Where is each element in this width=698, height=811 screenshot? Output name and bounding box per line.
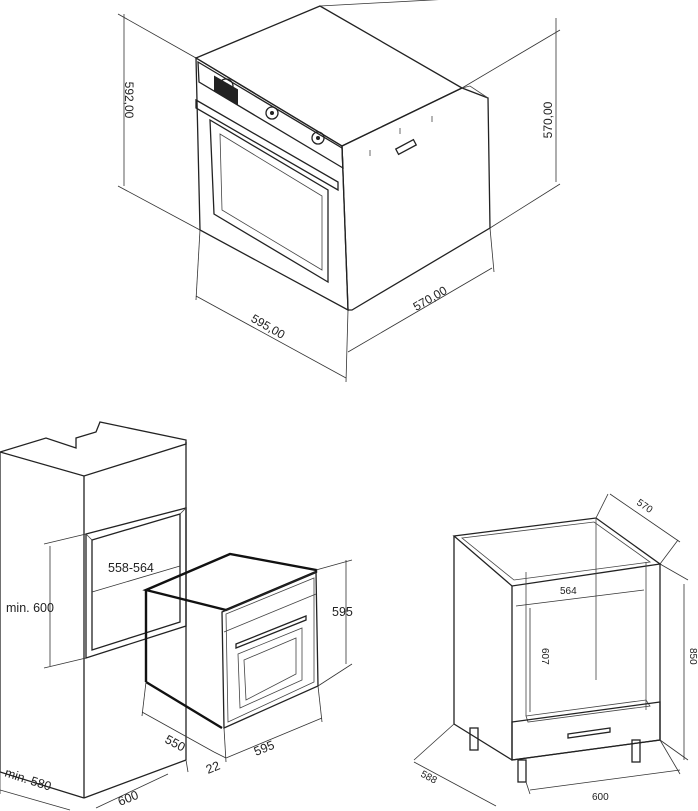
dim-insert-door: 22 <box>204 759 222 777</box>
oven-isometric: 592,00 570,00 595,00 570,00 <box>117 0 561 383</box>
dim-oven-depth-bottom: 570,00 <box>411 283 450 314</box>
dim-base-side-depth: 588 <box>419 769 439 787</box>
dim-insert-height: 595 <box>332 605 353 619</box>
dim-niche-width: 558-564 <box>108 561 154 575</box>
oven-insert-drawing: 595 550 22 595 <box>141 552 353 777</box>
tall-cabinet-drawing: 558-564 min. 600 min. 580 600 <box>0 421 189 811</box>
base-cabinet-drawing: 564 607 570 850 588 600 <box>413 493 698 807</box>
dim-oven-height: 592,00 <box>122 82 136 119</box>
dim-cabinet-depth: min. 580 <box>3 766 53 794</box>
dim-base-inner-width: 564 <box>560 586 577 597</box>
dim-oven-width: 595,00 <box>249 311 288 342</box>
dim-oven-depth-right: 570,00 <box>541 101 555 138</box>
dim-insert-width: 595 <box>252 738 277 759</box>
dim-niche-height: min. 600 <box>6 601 54 615</box>
dim-base-inner-height: 607 <box>539 648 550 665</box>
dim-base-top-depth: 570 <box>634 497 654 516</box>
dim-base-height: 850 <box>687 648 698 665</box>
dim-cabinet-width: 600 <box>116 788 141 809</box>
dim-base-width: 600 <box>592 792 609 803</box>
